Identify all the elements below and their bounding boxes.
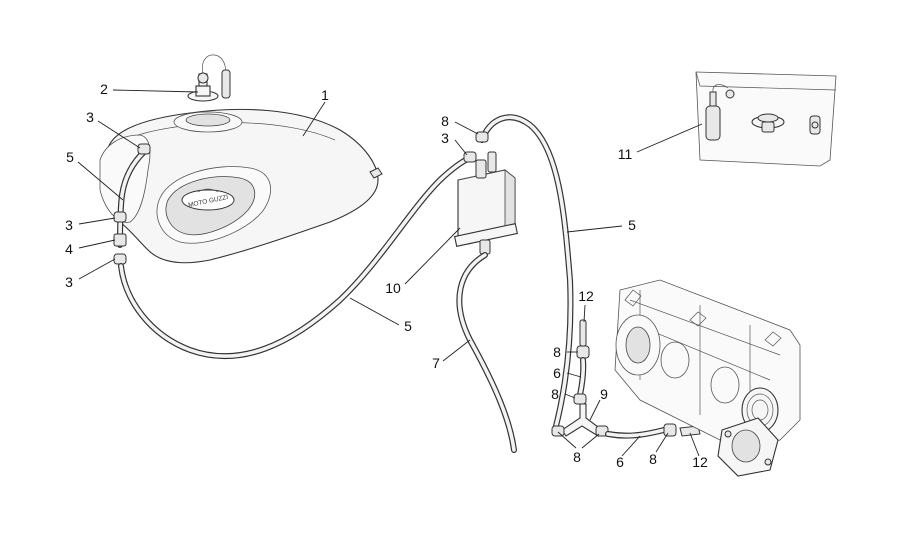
kit-cap <box>751 113 785 133</box>
clamp-8-middle <box>573 393 587 405</box>
clamp-8-far-right <box>663 423 677 437</box>
drain-hose-7 <box>456 252 517 453</box>
vent-hose-left <box>118 151 477 360</box>
callout-3: 3 <box>441 130 449 146</box>
t-junction-assembly <box>551 319 701 439</box>
callout-12: 12 <box>692 454 708 470</box>
callout-8: 8 <box>553 344 561 360</box>
fitting-12-lower <box>679 425 701 437</box>
intake-flange <box>717 417 779 477</box>
callout-6: 6 <box>616 454 624 470</box>
parts-kit-bag <box>695 71 837 167</box>
leader-lines <box>77 89 703 457</box>
callout-9: 9 <box>600 386 608 402</box>
callout-1: 1 <box>321 87 329 103</box>
callout-10: 10 <box>385 280 401 296</box>
callout-8: 8 <box>551 386 559 402</box>
tank-logo: MOTO GUZZI <box>181 188 235 211</box>
callout-8: 8 <box>573 449 581 465</box>
callout-8: 8 <box>441 113 449 129</box>
charcoal-canister <box>453 151 519 255</box>
callout-labels: 1 2 3 5 3 4 3 8 3 10 5 7 5 11 12 8 6 8 9… <box>65 81 708 470</box>
hose-clamp-lower <box>113 253 127 265</box>
fuel-tank: MOTO GUZZI <box>99 108 383 264</box>
callout-12: 12 <box>578 288 594 304</box>
tank-drain-hose <box>113 143 151 265</box>
clamp-8-left <box>551 425 565 437</box>
callout-5: 5 <box>628 217 636 233</box>
callout-5: 5 <box>66 149 74 165</box>
check-valve <box>113 233 127 247</box>
callout-2: 2 <box>100 81 108 97</box>
hose-clamp-middle <box>113 211 127 223</box>
kit-fitting <box>809 115 821 135</box>
callout-6: 6 <box>553 365 561 381</box>
fitting-12-upper <box>579 319 587 347</box>
kit-valve <box>705 84 735 141</box>
hose-clamp-upper <box>137 143 151 155</box>
clamp-8-upper <box>576 345 590 359</box>
vent-hose-right <box>475 114 574 433</box>
callout-8: 8 <box>649 451 657 467</box>
callout-5: 5 <box>404 318 412 334</box>
callout-3: 3 <box>65 274 73 290</box>
hose-clamp-canister-top <box>475 131 489 143</box>
clamp-8-right <box>595 425 609 437</box>
fuel-cap <box>187 54 231 102</box>
callout-11: 11 <box>618 146 633 162</box>
callout-4: 4 <box>65 241 73 257</box>
callout-3: 3 <box>86 109 94 125</box>
callout-3: 3 <box>65 217 73 233</box>
throttle-body <box>614 279 801 477</box>
callout-7: 7 <box>432 355 440 371</box>
